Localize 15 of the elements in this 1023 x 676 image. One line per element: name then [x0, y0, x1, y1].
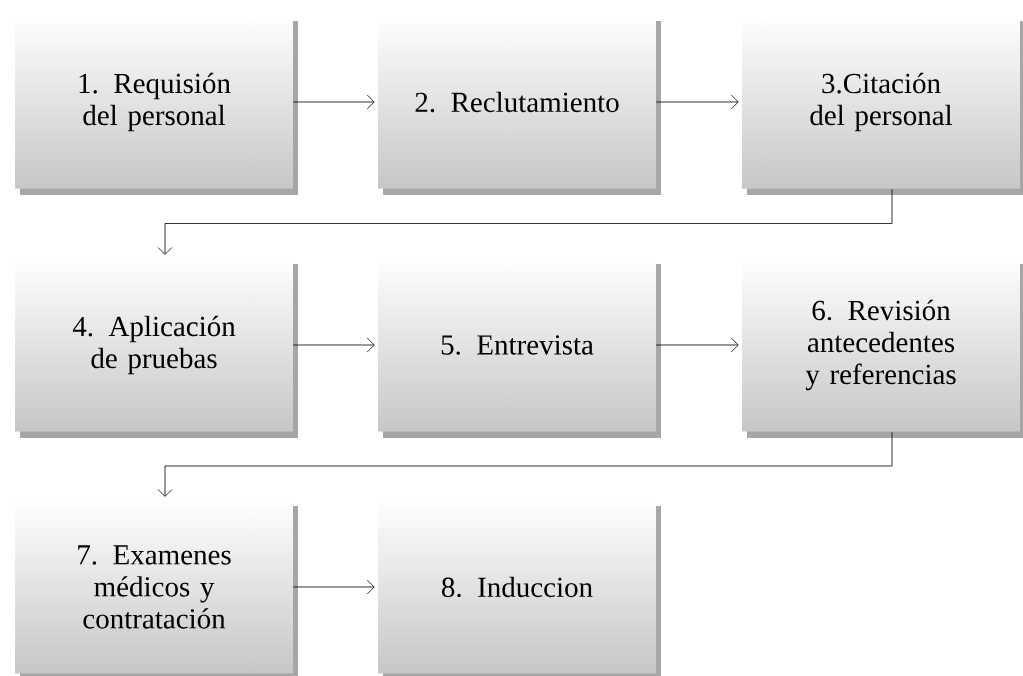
- process-box: 4. Aplicación de pruebas: [15, 258, 298, 438]
- arrow: [292, 579, 375, 595]
- process-box: 7. Examenes médicos y contratación: [15, 500, 298, 676]
- arrow: [157, 431, 893, 497]
- arrow: [157, 188, 893, 255]
- process-box: 1. Requisión del personal: [15, 15, 298, 195]
- process-box: 2. Reclutamiento: [378, 15, 661, 195]
- arrow: [655, 94, 739, 110]
- process-box: 6. Revisión antecedentes y referencias: [742, 258, 1023, 438]
- process-box: 8. Induccion: [378, 500, 661, 676]
- process-box: 3.Citación del personal: [742, 15, 1023, 195]
- arrow: [655, 337, 739, 353]
- process-box: 5. Entrevista: [378, 258, 661, 438]
- arrow: [292, 94, 375, 110]
- arrow: [292, 337, 375, 353]
